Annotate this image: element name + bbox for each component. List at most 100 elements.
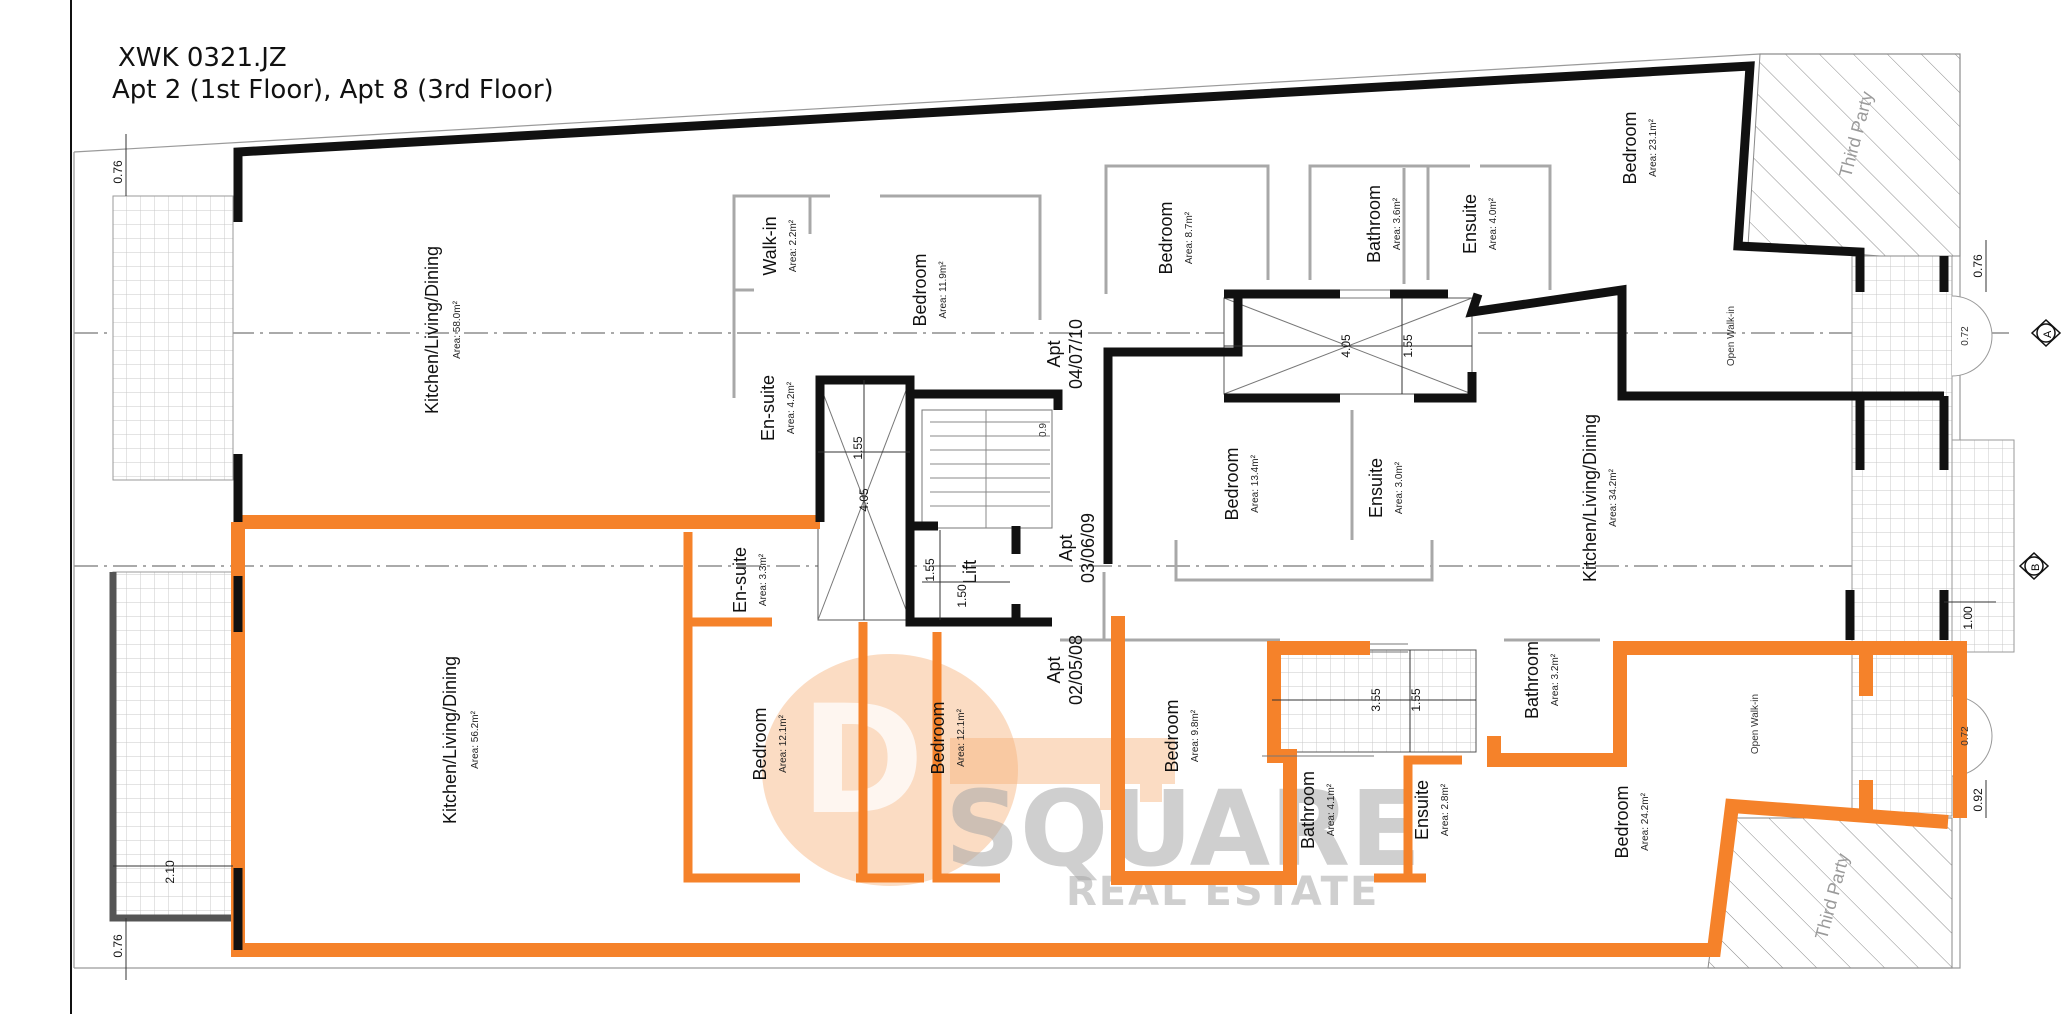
- room-name: Kitchen/Living/Dining: [1580, 414, 1600, 582]
- apt-word: Apt: [1044, 340, 1064, 367]
- room-area: Area: 3.2m²: [1550, 653, 1561, 706]
- apt-02-05-08-label: Apt 02/05/08: [1044, 635, 1086, 705]
- room-ensuite-2-8: Ensuite Area: 2.8m²: [1412, 780, 1451, 840]
- room-name: Bedroom: [1612, 785, 1632, 858]
- apt-word: Apt: [1056, 534, 1076, 561]
- room-area: Area: 4.2m²: [786, 381, 797, 434]
- apt-04-07-10-label: Apt 04/07/10: [1044, 319, 1086, 389]
- room-name: Ensuite: [1412, 780, 1432, 840]
- terrace-left-upper: [112, 195, 234, 481]
- room-area: Area: 11.9m²: [938, 261, 949, 319]
- open-walkin-upper-label: Open Walk-in: [1726, 306, 1737, 366]
- room-area: Area: 3.3m²: [758, 553, 769, 606]
- room-walkin: Walk-in Area: 2.2m²: [760, 216, 799, 275]
- drawing-reference: XWK 0321.JZ: [118, 43, 287, 73]
- watermark-brand: SQUARE: [945, 768, 1421, 890]
- watermark-logo-icon: [762, 654, 1175, 886]
- open-walkin-lower-label: Open Walk-in: [1750, 694, 1761, 754]
- room-area: Area: 24.2m²: [1640, 792, 1651, 850]
- room-area: Area: 12.1m²: [956, 708, 967, 766]
- room-bedroom-12-1-a: Bedroom Area: 12.1m²: [750, 707, 789, 780]
- room-name: En-suite: [758, 375, 778, 441]
- lift-shaft-low: [1271, 649, 1477, 753]
- apt-numbers: 02/05/08: [1066, 635, 1086, 705]
- room-area: Area: 58.0m²: [452, 300, 463, 358]
- dim-1-00: 1.00: [1961, 606, 1975, 630]
- apt-numbers: 04/07/10: [1066, 319, 1086, 389]
- room-kld-right: Kitchen/Living/Dining Area: 34.2m²: [1580, 414, 1619, 582]
- dim-2-10: 2.10: [163, 860, 177, 884]
- dim-0-76-bottom: 0.76: [111, 934, 125, 958]
- room-name: En-suite: [730, 547, 750, 613]
- room-kld-lower: Kitchen/Living/Dining Area: 56.2m²: [440, 656, 481, 824]
- room-area: Area: 8.7m²: [1184, 211, 1195, 264]
- grid-axis-a-marker: A: [2030, 318, 2062, 348]
- grid-axis-b-marker: B: [2018, 551, 2050, 581]
- dim-1-55-lift: 1.55: [923, 558, 937, 582]
- dim-1-50-lift: 1.50: [955, 584, 969, 608]
- room-area: Area: 2.8m²: [1440, 783, 1451, 836]
- structural-walls: [233, 61, 1949, 950]
- room-area: Area: 23.1m²: [1648, 118, 1659, 176]
- room-name: Bedroom: [750, 707, 770, 780]
- dim-0-76-right: 0.76: [1971, 254, 1985, 278]
- room-area: Area: 4.1m²: [1326, 783, 1337, 836]
- dim-0-92: 0.92: [1971, 788, 1985, 812]
- dim-1-55-left: 1.55: [851, 436, 865, 460]
- room-bedroom-23-1: Bedroom Area: 23.1m²: [1620, 111, 1659, 184]
- room-name: Kitchen/Living/Dining: [440, 656, 460, 824]
- grid-axis-b-label: B: [2030, 564, 2042, 571]
- room-area: Area: 2.2m²: [788, 219, 799, 272]
- dim-0-76-top: 0.76: [111, 160, 125, 184]
- room-area: Area: 9.8m²: [1190, 709, 1201, 762]
- terrace-right: [1851, 255, 1953, 817]
- room-name: Ensuite: [1366, 458, 1386, 518]
- room-bathroom-4-1: Bathroom Area: 4.1m²: [1298, 771, 1337, 849]
- room-ensuite-3-3: En-suite Area: 3.3m²: [730, 547, 769, 613]
- room-area: Area: 12.1m²: [778, 714, 789, 772]
- room-bedroom-8-7: Bedroom Area: 8.7m²: [1156, 201, 1195, 274]
- room-area: Area: 3.6m²: [1392, 197, 1403, 250]
- room-area: Area: 13.4m²: [1250, 454, 1261, 512]
- third-party-zones: [1707, 53, 1961, 969]
- room-name: Bathroom: [1298, 771, 1318, 849]
- grid-axes: A B: [74, 318, 2062, 581]
- terraces: [109, 195, 2015, 922]
- apt-word: Apt: [1044, 656, 1064, 683]
- room-name: Bedroom: [928, 701, 948, 774]
- room-name: Bedroom: [1222, 447, 1242, 520]
- room-name: Bedroom: [1162, 699, 1182, 772]
- apt-numbers: 03/06/09: [1078, 513, 1098, 583]
- room-name: Kitchen/Living/Dining: [422, 246, 442, 414]
- room-name: Bathroom: [1364, 185, 1384, 263]
- room-name: Walk-in: [760, 216, 780, 275]
- room-labels: Kitchen/Living/Dining Area: 58.0m² Kitch…: [422, 111, 1659, 858]
- room-bedroom-12-1-b: Bedroom Area: 12.1m²: [928, 701, 967, 774]
- lift-label: Lift: [960, 560, 980, 584]
- room-name: Bedroom: [1156, 201, 1176, 274]
- grid-axis-a-label: A: [2042, 330, 2054, 338]
- room-name: Bedroom: [910, 253, 930, 326]
- room-name: Bathroom: [1522, 641, 1542, 719]
- room-kld-upper: Kitchen/Living/Dining Area: 58.0m²: [422, 246, 463, 414]
- room-area: Area: 56.2m²: [470, 710, 481, 768]
- room-bedroom-24-2: Bedroom Area: 24.2m²: [1612, 785, 1651, 858]
- room-bathroom-3-6: Bathroom Area: 3.6m²: [1364, 185, 1403, 263]
- apt-03-06-09-label: Apt 03/06/09: [1056, 513, 1098, 583]
- room-bedroom-13-4: Bedroom Area: 13.4m²: [1222, 447, 1261, 520]
- dim-0-9: 0.9: [1038, 423, 1049, 437]
- room-area: Area: 3.0m²: [1394, 461, 1405, 514]
- room-ensuite-3-0: Ensuite Area: 3.0m²: [1366, 458, 1405, 518]
- dimensions: 0.76 0.76 0.76 2.10 4.05 1.55 1.55 1.50 …: [111, 134, 1996, 980]
- terrace-left-lower: [112, 571, 234, 919]
- dim-0-72-a: 0.72: [1960, 326, 1971, 346]
- room-name: Bedroom: [1620, 111, 1640, 184]
- room-area: Area: 4.0m²: [1488, 197, 1499, 250]
- room-bedroom-11-9: Bedroom Area: 11.9m²: [910, 253, 949, 326]
- drawing-subtitle: Apt 2 (1st Floor), Apt 8 (3rd Floor): [112, 75, 554, 105]
- room-bathroom-3-2: Bathroom Area: 3.2m²: [1522, 641, 1561, 719]
- room-area: Area: 34.2m²: [1608, 468, 1619, 526]
- room-ensuite-4-0: Ensuite Area: 4.0m²: [1460, 194, 1499, 254]
- interior-partitions: [732, 164, 1600, 642]
